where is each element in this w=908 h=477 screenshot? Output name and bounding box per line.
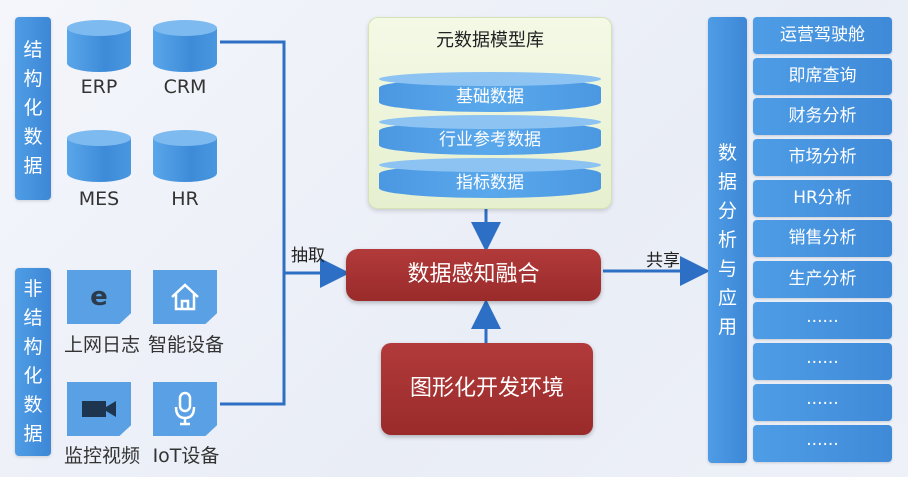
app-more-3[interactable]: ...... xyxy=(753,384,892,421)
erp-database-icon xyxy=(67,20,131,72)
app-production-analysis[interactable]: 生产分析 xyxy=(753,261,892,298)
hr-database-icon xyxy=(153,130,217,182)
metadata-layer-industry: 行业参考数据 xyxy=(379,115,601,155)
app-financial-analysis[interactable]: 财务分析 xyxy=(753,98,892,135)
metadata-title: 元数据模型库 xyxy=(436,30,544,51)
iot-device-label: IoT设备 xyxy=(152,445,220,467)
metadata-layer-basic: 基础数据 xyxy=(379,72,601,112)
graphical-dev-env-box: 图形化开发环境 xyxy=(381,343,593,435)
video-camera-icon xyxy=(67,382,131,436)
unstructured-data-label: 非结构化数据 xyxy=(15,268,51,456)
app-operations-cockpit[interactable]: 运营驾驶舱 xyxy=(753,17,892,54)
data-fusion-box: 数据感知融合 xyxy=(346,249,601,301)
microphone-icon xyxy=(153,382,217,436)
unstructured-line xyxy=(220,273,286,406)
crm-label: CRM xyxy=(163,76,207,98)
metadata-layer-indicator: 指标数据 xyxy=(379,158,601,198)
app-more-2[interactable]: ...... xyxy=(753,343,892,380)
surveillance-video-label: 监控视频 xyxy=(63,445,140,467)
crm-database-icon xyxy=(153,20,217,72)
hr-label: HR xyxy=(171,188,199,210)
app-more-4[interactable]: ...... xyxy=(753,425,892,462)
e-document-icon: e xyxy=(67,270,131,324)
mes-database-icon xyxy=(67,130,131,182)
app-hr-analysis[interactable]: HR分析 xyxy=(753,180,892,217)
erp-label: ERP xyxy=(80,76,118,98)
app-adhoc-query[interactable]: 即席查询 xyxy=(753,58,892,95)
app-more-1[interactable]: ...... xyxy=(753,302,892,339)
home-icon xyxy=(153,270,217,324)
structured-data-label: 结构化数据 xyxy=(15,17,51,200)
mes-label: MES xyxy=(78,188,120,210)
app-sales-analysis[interactable]: 销售分析 xyxy=(753,220,892,257)
share-label: 共享 xyxy=(646,251,680,271)
analysis-application-label: 数据分析与应用 xyxy=(708,17,747,463)
metadata-model-repository: 元数据模型库 基础数据 行业参考数据 指标数据 xyxy=(368,17,612,209)
app-market-analysis[interactable]: 市场分析 xyxy=(753,139,892,176)
web-log-label: 上网日志 xyxy=(63,334,140,356)
extract-label: 抽取 xyxy=(291,246,325,266)
smart-device-label: 智能设备 xyxy=(147,334,224,356)
structured-line xyxy=(220,40,286,273)
